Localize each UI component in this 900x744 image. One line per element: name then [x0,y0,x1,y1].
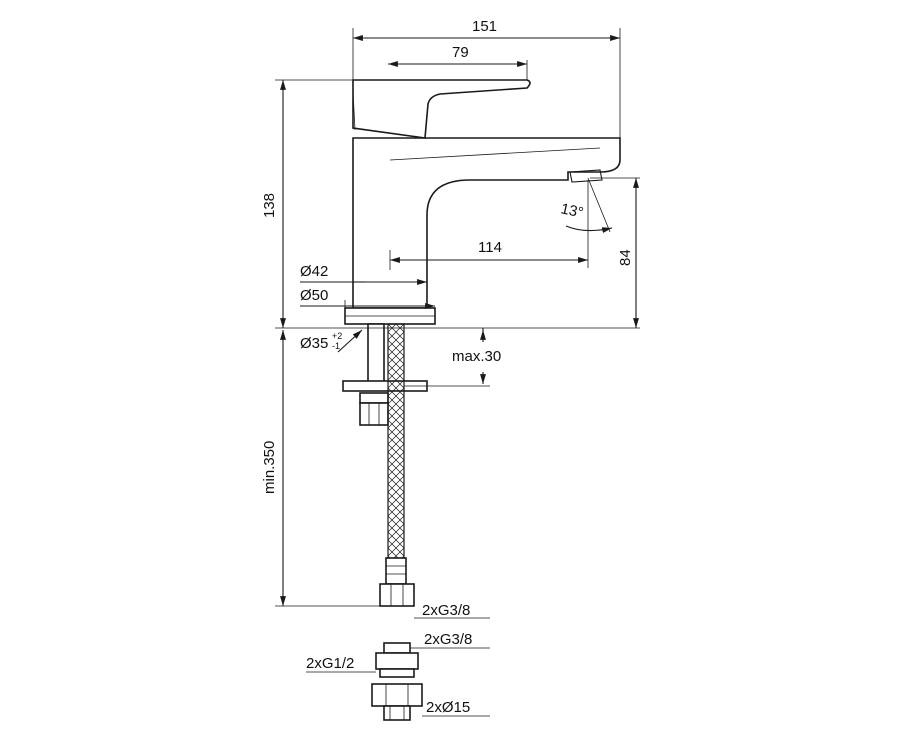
mounting-nut [359,392,389,404]
mounting-nut-lower [359,402,389,426]
dim-spout-reach: 114 [478,239,502,256]
faucet-body [344,79,621,325]
dim-total-height: 138 [261,193,278,218]
dim-hose-thread: 2xG3/8 [422,602,470,619]
dim-max-thickness: max.30 [452,348,501,365]
dim-hole-diameter: Ø35 [300,335,328,352]
dim-adapter-thread-top: 2xG3/8 [424,631,472,648]
hose-ferrule [385,557,407,585]
dim-hole-tol-lower: -1 [332,341,340,351]
dim-min-hose-length: min.350 [261,441,278,494]
dim-hole-tol-upper: +2 [332,331,342,341]
dim-body-diameter: Ø42 [300,263,328,280]
mounting-stud [367,323,385,387]
dim-lever-length: 79 [452,44,469,61]
lever-handle [352,79,531,139]
dim-angle: 13° [559,200,585,221]
thread-adapter [371,642,423,721]
hose-nut [379,583,415,607]
dim-base-diameter: Ø50 [300,287,328,304]
aerator-icon [569,169,603,183]
dim-adapter-thread-bottom: 2xG1/2 [306,655,354,672]
mounting-assembly [342,323,428,426]
dimension-lines [275,28,640,717]
dim-overall-width: 151 [472,18,497,35]
dim-spout-height: 84 [617,249,634,266]
dim-pipe-diameter: 2xØ15 [426,699,470,716]
dimension-labels: 151 79 138 84 114 13° Ø42 Ø50 Ø35 +2 -1 … [261,18,634,716]
braided-hose [379,323,415,607]
